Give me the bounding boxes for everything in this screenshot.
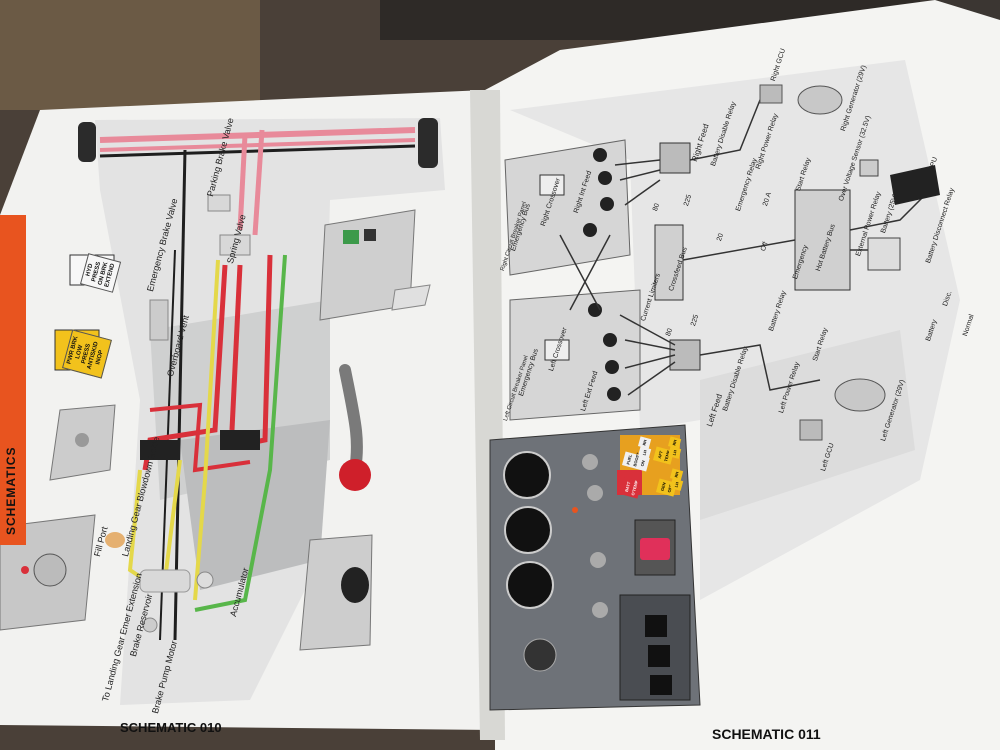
left-page-caption: SCHEMATIC 010 <box>120 720 222 735</box>
right-page-caption: SCHEMATIC 011 <box>712 726 821 742</box>
section-tab: SCHEMATICS <box>0 215 26 545</box>
section-tab-label: SCHEMATICS <box>4 446 18 535</box>
